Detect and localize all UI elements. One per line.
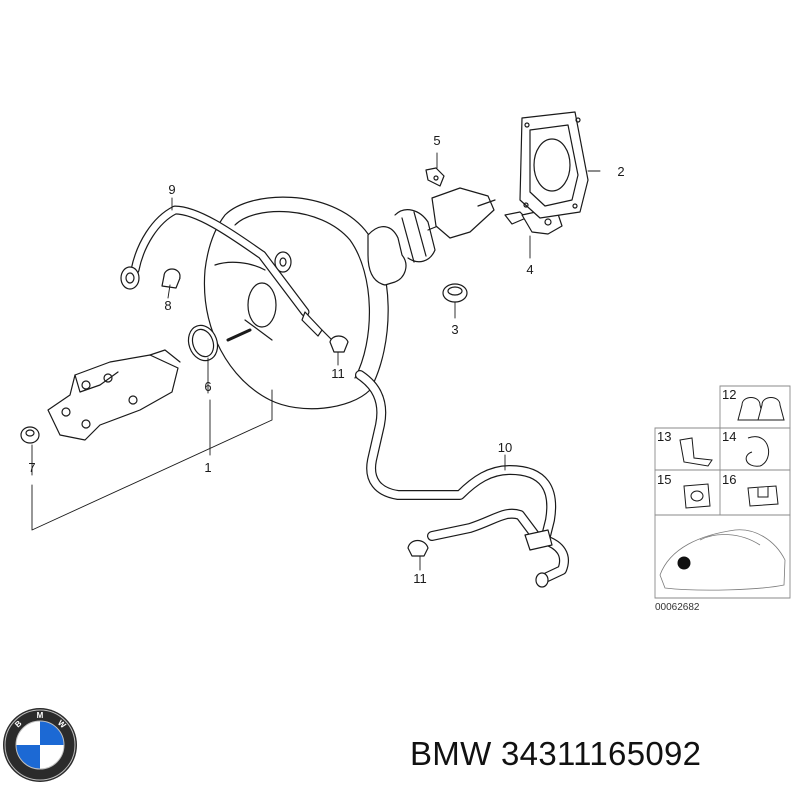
inset-parts [659,397,786,591]
diagram-reference-number: 00062682 [655,602,700,613]
callout-1: 1 [204,460,211,475]
callout-11-lower: 11 [413,571,427,586]
car-silhouette [659,529,786,591]
inset-label-15: 15 [657,472,671,487]
grommet-part-3 [442,283,468,303]
stud [226,328,252,342]
pushrod-bellows [367,209,449,286]
callout-2: 2 [617,164,624,179]
bmw-logo: B M W [3,708,77,782]
vacuum-hose-part-10 [355,370,569,588]
inset-label-16: 16 [722,472,736,487]
svg-text:B: B [13,719,23,730]
callout-5: 5 [433,133,440,148]
vacuum-hose-part-9 [120,205,333,341]
callout-labels: 1 2 3 4 5 6 7 8 9 10 11 11 [28,133,624,586]
product-title: BMW 34311165092 [410,735,702,772]
inset-panel [654,385,791,599]
bracket-part-13 [679,437,713,467]
master-cylinder-part-1 [47,349,181,441]
callout-6: 6 [204,379,211,394]
callout-11-upper: 11 [331,366,345,381]
svg-text:M: M [37,711,44,720]
inset-label-13: 13 [657,429,671,444]
clamp-part-11-upper [329,335,349,353]
gasket-part-2 [519,111,589,219]
location-marker [677,556,691,570]
svg-text:W: W [56,718,68,730]
callout-9: 9 [168,182,175,197]
callout-7: 7 [28,460,35,475]
inset-label-14: 14 [722,429,736,444]
callout-4: 4 [526,262,533,277]
leader-lines [31,152,601,571]
callout-10: 10 [498,440,512,455]
inset-label-12: 12 [722,387,736,402]
clamp-part-14 [745,436,769,467]
cap-part-8 [161,268,181,289]
callout-8: 8 [164,298,171,313]
inset-labels: 12 13 14 15 16 00062682 [655,387,736,613]
o-ring-part-6 [187,324,219,362]
clamp-part-11-lower [407,539,429,557]
clevis-part-5 [425,167,496,239]
cap-part-7 [20,426,40,444]
callout-3: 3 [451,322,458,337]
